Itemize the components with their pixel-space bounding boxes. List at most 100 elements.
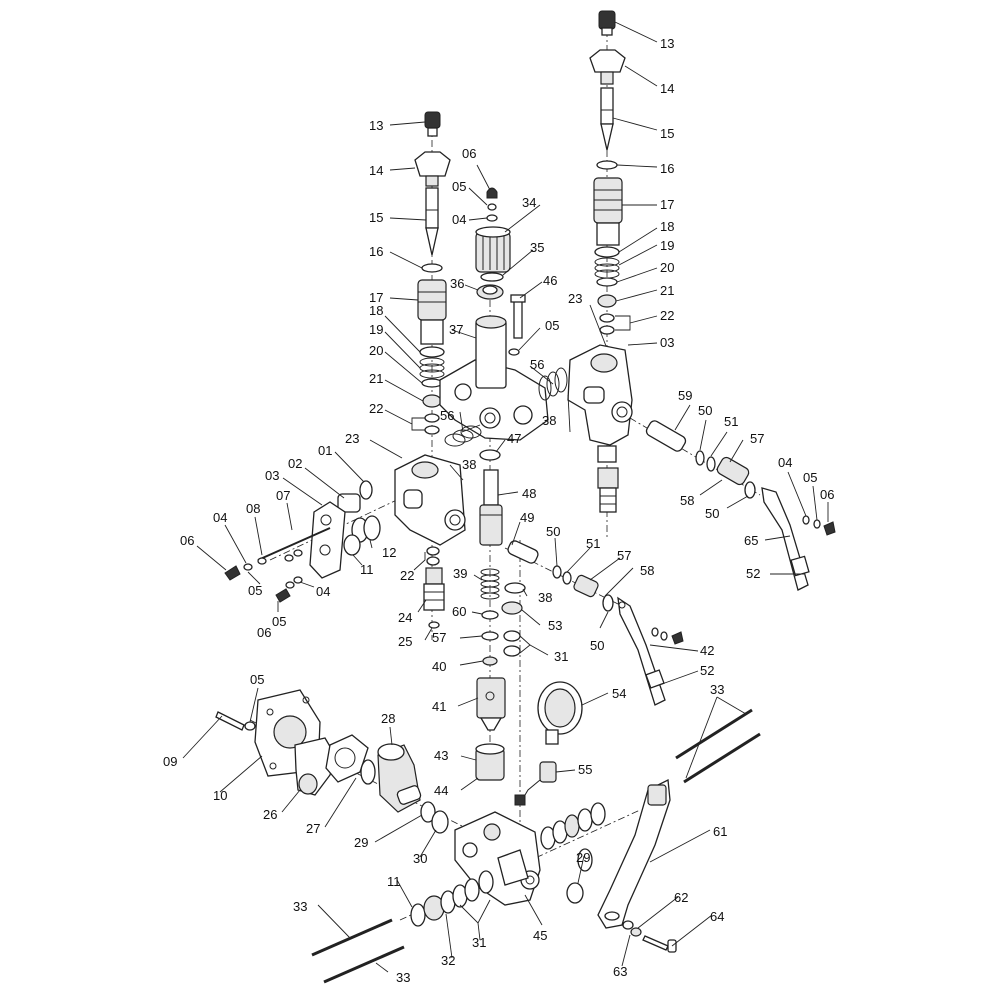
callout-04-l: 04 [213, 510, 227, 525]
callout-35: 35 [530, 240, 544, 255]
tie-rods-33 [311, 708, 761, 984]
pin-59 [645, 420, 687, 452]
callout-59: 59 [678, 388, 692, 403]
small-parts-42 [651, 627, 684, 645]
ring-43 [475, 743, 505, 781]
handwheel-14-right [589, 49, 626, 85]
callout-38-c: 38 [538, 590, 552, 605]
lever-65 [761, 487, 810, 591]
handwheel-14-left [414, 151, 451, 187]
left-valve-stack [414, 111, 451, 435]
oring-16-left [421, 263, 443, 273]
left-lower-fitting [423, 546, 445, 629]
oring-01 [359, 480, 373, 500]
callout-03-l: 03 [265, 468, 279, 483]
callout-05-l: 05 [248, 583, 262, 598]
callout-36: 36 [450, 276, 464, 291]
ring-57-centre [481, 631, 499, 641]
callout-58-b: 58 [680, 493, 694, 508]
right-pin-group [645, 420, 836, 591]
callout-25: 25 [398, 634, 412, 649]
fitting-below-right [597, 467, 619, 513]
callout-04-c: 04 [452, 212, 466, 227]
spring-19-right [594, 257, 620, 279]
assembly-axes [249, 15, 761, 921]
callout-41: 41 [432, 699, 446, 714]
callout-20-l: 20 [369, 343, 383, 358]
callout-01: 01 [318, 443, 332, 458]
callout-05-b: 05 [250, 672, 264, 687]
body-57-right [716, 456, 750, 486]
callout-28: 28 [381, 711, 395, 726]
callout-31-a: 31 [554, 649, 568, 664]
callout-46: 46 [543, 273, 557, 288]
callout-42: 42 [700, 643, 714, 658]
callout-18-l: 18 [369, 303, 383, 318]
callout-64: 64 [710, 909, 724, 924]
callout-27: 27 [306, 821, 320, 836]
spindle-15-left [425, 187, 439, 256]
callout-14-r: 14 [660, 81, 674, 96]
callout-06-l: 06 [180, 533, 194, 548]
callout-19-l: 19 [369, 322, 383, 337]
callout-09: 09 [163, 754, 177, 769]
pin-49 [507, 540, 539, 564]
callout-04-l2: 04 [316, 584, 330, 599]
bolt-46 [510, 294, 526, 339]
callout-50-a: 50 [546, 524, 560, 539]
callout-16-l: 16 [369, 244, 383, 259]
flange-27 [325, 734, 369, 783]
callout-13-r: 13 [660, 36, 674, 51]
gauge-group [514, 681, 583, 806]
callout-05-l2: 05 [272, 614, 286, 629]
callout-21-l: 21 [369, 371, 383, 386]
callout-16-r: 16 [660, 161, 674, 176]
callout-23-r: 23 [568, 291, 582, 306]
callout-19-r: 19 [660, 238, 674, 253]
callout-17-l: 17 [369, 290, 383, 305]
spring-56-upper [538, 367, 568, 401]
rings-22-left [424, 413, 440, 435]
callout-47: 47 [507, 431, 521, 446]
callout-56-a: 56 [530, 357, 544, 372]
callout-48: 48 [522, 486, 536, 501]
callout-54: 54 [612, 686, 626, 701]
callout-08: 08 [246, 501, 260, 516]
callout-60: 60 [452, 604, 466, 619]
callout-05-c: 05 [452, 179, 466, 194]
callout-51-b: 51 [724, 414, 738, 429]
callout-45: 45 [533, 928, 547, 943]
callout-57-a: 57 [617, 548, 631, 563]
sleeve-41 [476, 677, 506, 731]
central-column [475, 469, 506, 781]
callout-38-a: 38 [542, 413, 556, 428]
knob-13-left [424, 111, 441, 137]
callout-10: 10 [213, 788, 227, 803]
callout-65: 65 [744, 533, 758, 548]
callout-61: 61 [713, 824, 727, 839]
callout-30: 30 [413, 851, 427, 866]
callout-23-l: 23 [345, 431, 359, 446]
callout-05-r: 05 [803, 470, 817, 485]
callout-33-a: 33 [710, 682, 724, 697]
oring-38-c [504, 582, 526, 594]
callout-52-b: 52 [700, 663, 714, 678]
ring-11-upper [343, 534, 361, 556]
small-parts-65 [802, 515, 836, 536]
ring-29-b [566, 882, 584, 904]
cap-06-left-a [224, 565, 241, 581]
callout-29-a: 29 [354, 835, 368, 850]
callout-50-b: 50 [590, 638, 604, 653]
ring-40 [482, 656, 498, 666]
washer-20-left [421, 378, 443, 388]
washer-21-right [597, 294, 617, 308]
bottom-left-group [215, 689, 449, 834]
callout-14-l: 14 [369, 163, 383, 178]
callout-37: 37 [449, 322, 463, 337]
piston-02 [337, 493, 361, 513]
callout-06-r: 06 [820, 487, 834, 502]
callout-15-l: 15 [369, 210, 383, 225]
callout-11-a: 11 [360, 562, 374, 577]
oring-16-right [596, 160, 618, 170]
right-column-rings [501, 582, 526, 657]
